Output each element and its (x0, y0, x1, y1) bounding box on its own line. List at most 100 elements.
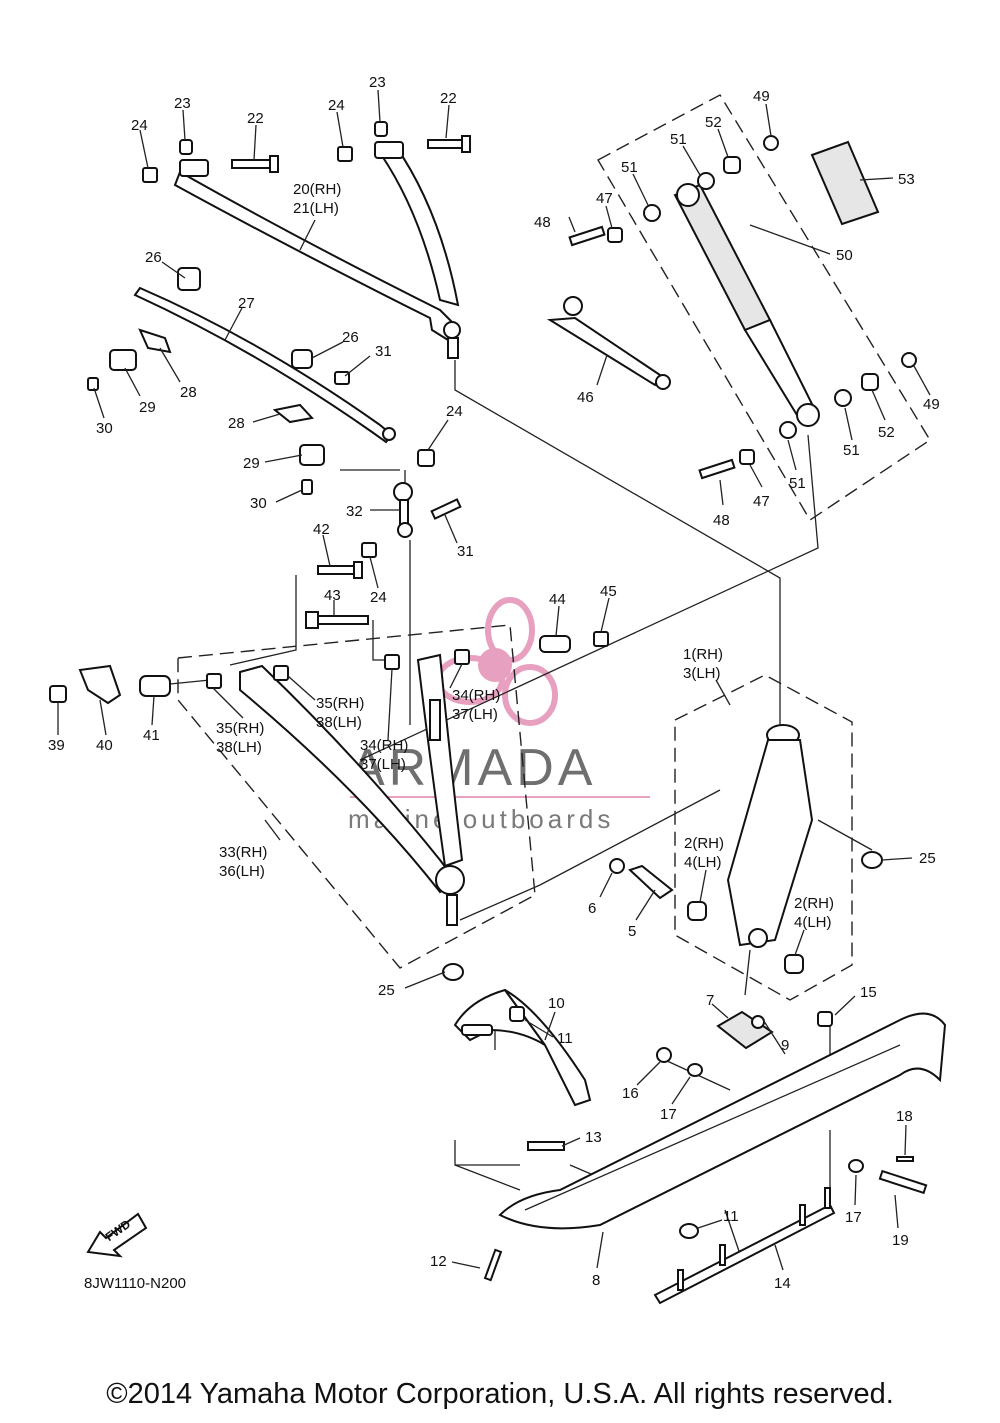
callout-23b: 23 (369, 74, 386, 91)
callout-18: 18 (896, 1108, 913, 1125)
fwd-arrow-icon: FWD (86, 1212, 148, 1258)
bushing-23-left (179, 139, 193, 155)
callout-25a: 25 (919, 850, 936, 867)
callout-1: 1(RH) (683, 646, 723, 663)
callout-50: 50 (836, 247, 853, 264)
callout-30b: 30 (250, 495, 267, 512)
callout-38a: 38(LH) (316, 714, 362, 731)
nut-24-right (337, 146, 353, 162)
callout-19: 19 (892, 1232, 909, 1249)
leader-lines (57, 89, 931, 1271)
callout-48b: 48 (713, 512, 730, 529)
callout-41: 41 (143, 727, 160, 744)
spindle-outline (674, 674, 853, 1001)
nut-49-top (763, 135, 779, 151)
callout-10: 10 (548, 995, 565, 1012)
collar-52-bottom (861, 373, 879, 391)
holder-29-center (299, 444, 325, 466)
bolt-48-bottom (698, 458, 736, 480)
callout-32: 32 (346, 503, 363, 520)
bushing-2-left (687, 901, 707, 921)
upper-a-arm (173, 141, 461, 359)
callout-26b: 26 (342, 329, 359, 346)
bolt-42 (317, 561, 363, 579)
callout-11b: 11 (723, 1208, 739, 1225)
callout-43: 43 (324, 587, 341, 604)
callout-33: 33(RH) (219, 844, 267, 861)
bushing-35-right (273, 665, 289, 681)
seal-6 (609, 858, 625, 874)
shock-assembly-outline (597, 94, 931, 521)
diagram-code: 8JW1110-N200 (84, 1275, 186, 1292)
callout-28b: 28 (228, 415, 245, 432)
callout-30a: 30 (96, 420, 113, 437)
callout-42: 42 (313, 521, 330, 538)
callout-7: 7 (706, 992, 714, 1009)
label-53 (810, 140, 880, 226)
callout-16: 16 (622, 1085, 639, 1102)
callout-17b: 17 (845, 1209, 862, 1226)
watermark-brand: ARMADA (350, 739, 596, 797)
bolt-31-lower (430, 498, 462, 520)
collar-47-top (607, 227, 623, 243)
collar-41 (139, 675, 171, 697)
collar-44 (539, 635, 571, 653)
callout-39: 39 (48, 737, 65, 754)
nut-15 (817, 1011, 833, 1027)
bushing-51-b (697, 172, 715, 190)
holder-29-left (109, 349, 137, 371)
shock-absorber (673, 183, 820, 427)
callout-49b: 49 (923, 396, 940, 413)
callout-4b: 4(LH) (794, 914, 832, 931)
callout-14: 14 (774, 1275, 791, 1292)
callout-52b: 52 (878, 424, 895, 441)
nut-24-stabilizer (417, 449, 435, 467)
nut-25-spindle (861, 851, 883, 869)
callout-24a: 24 (131, 117, 148, 134)
bushing-34-left (384, 654, 400, 670)
bolt-30-center (301, 479, 313, 495)
callout-45: 45 (600, 583, 617, 600)
callout-44: 44 (549, 591, 566, 608)
callout-22b: 22 (440, 90, 457, 107)
callout-24d: 24 (370, 589, 387, 606)
callout-29a: 29 (139, 399, 156, 416)
callout-6: 6 (588, 900, 596, 917)
callout-31b: 31 (457, 543, 474, 560)
nut-39 (49, 685, 67, 703)
nut-24-left (142, 167, 158, 183)
nut-16 (656, 1047, 672, 1063)
stabilizer-bar (133, 286, 396, 444)
tool-46 (546, 296, 671, 390)
bushing-2-right (784, 954, 804, 974)
bushing-35-left (206, 673, 222, 689)
callout-25b: 25 (378, 982, 395, 999)
bushing-51-c (834, 389, 852, 407)
bracket-26-center (291, 349, 313, 369)
callout-28a: 28 (180, 384, 197, 401)
washer-17-lower (848, 1159, 864, 1173)
callout-15: 15 (860, 984, 877, 1001)
callout-51a: 51 (621, 159, 638, 176)
bushing-34-right (454, 649, 470, 665)
bolt-22-left (231, 155, 279, 173)
callout-2b: 2(RH) (794, 895, 834, 912)
bolt-12 (483, 1248, 503, 1282)
callout-2a: 2(RH) (684, 835, 724, 852)
callout-5: 5 (628, 923, 636, 940)
spindle (726, 724, 814, 948)
collar-52-top (723, 156, 741, 174)
bolt-43 (305, 611, 369, 629)
callout-37a: 37(LH) (452, 706, 498, 723)
nut-11-handle (509, 1006, 525, 1022)
bolt-13 (527, 1141, 565, 1151)
clip-28-center (272, 403, 314, 424)
callout-34b: 34(RH) (360, 737, 408, 754)
callout-24c: 24 (446, 403, 463, 420)
callout-11a: 11 (557, 1030, 573, 1047)
callout-21: 21(LH) (293, 200, 339, 217)
callout-27: 27 (238, 295, 255, 312)
callout-48a: 48 (534, 214, 551, 231)
lower-arm-outline (177, 624, 536, 969)
